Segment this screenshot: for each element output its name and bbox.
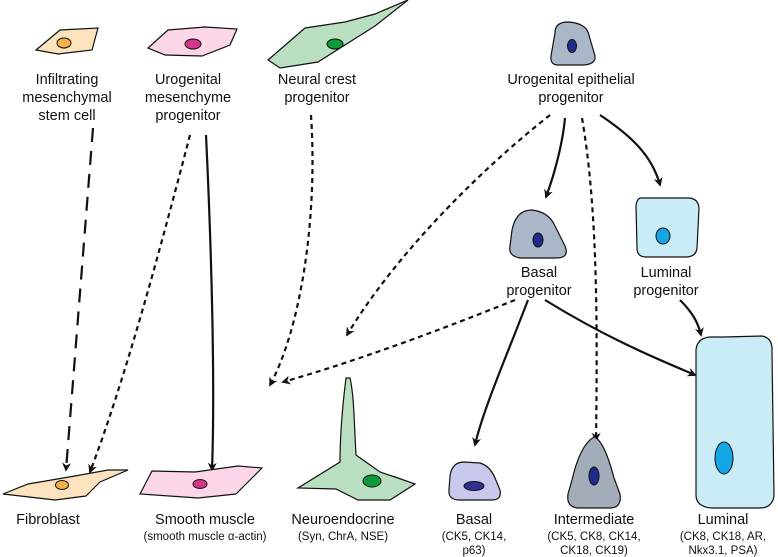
arrow-urogenital-mesenchyme-to-fibroblast <box>88 134 192 474</box>
label-line: progenitor <box>633 283 698 299</box>
label-urogenital-epithelial: Urogenital epithelial progenitor <box>507 72 634 106</box>
label-basal-progenitor: Basal progenitor <box>506 265 571 299</box>
basal-cell <box>448 461 501 501</box>
label-smooth-muscle: Smooth muscle (smooth muscle α-actin) <box>144 512 267 543</box>
neuroendocrine-cell <box>295 377 417 501</box>
label-markers: Nkx3.1, PSA) <box>688 545 757 557</box>
arrow-epithelial-to-neuroendocrine <box>346 114 551 337</box>
label-markers: CK18, CK19) <box>560 545 628 557</box>
label-line: Urogenital <box>155 72 221 88</box>
label-line: mesenchymal <box>22 90 111 106</box>
label-markers: p63) <box>462 545 485 557</box>
label-line: Luminal <box>698 512 749 528</box>
basal-progenitor-cell <box>509 209 567 259</box>
label-line: progenitor <box>155 108 220 124</box>
arrows <box>62 114 704 474</box>
label-luminal: Luminal (CK8, CK18, AR, Nkx3.1, PSA) <box>680 512 766 557</box>
label-markers: (Syn, ChrA, NSE) <box>298 531 388 543</box>
arrow-epithelial-to-basal-progenitor <box>544 117 567 199</box>
label-line: Neuroendocrine <box>291 512 394 528</box>
label-markers: (CK5, CK8, CK14, <box>547 531 640 543</box>
label-line: Neural crest <box>278 72 356 88</box>
smooth-muscle-cell <box>139 465 264 499</box>
infiltrating-mesenchymal-cell <box>34 27 99 55</box>
luminal-cell <box>695 335 775 509</box>
label-line: Urogenital epithelial <box>507 72 634 88</box>
label-neural-crest: Neural crest progenitor <box>278 72 356 106</box>
label-neuroendocrine: Neuroendocrine (Syn, ChrA, NSE) <box>291 512 394 543</box>
arrow-basal-progenitor-to-neuroendocrine <box>281 298 516 385</box>
arrow-basal-progenitor-to-basal <box>472 299 530 447</box>
label-line: stem cell <box>38 108 95 124</box>
label-line: Basal <box>521 265 557 281</box>
label-line: progenitor <box>284 90 349 106</box>
label-line: mesenchyme <box>145 90 231 106</box>
label-urogenital-mesenchyme: Urogenital mesenchyme progenitor <box>145 72 231 124</box>
arrow-infiltrating-to-fibroblast <box>62 127 95 472</box>
label-line: progenitor <box>506 283 571 299</box>
arrow-urogenital-mesenchyme-to-smooth-muscle <box>204 134 217 472</box>
label-basal: Basal (CK5, CK14, p63) <box>442 512 507 557</box>
urogenital-epithelial-cell <box>550 21 596 66</box>
urogenital-mesenchyme-cell <box>146 26 238 57</box>
label-luminal-progenitor: Luminal progenitor <box>633 265 698 299</box>
label-line: Smooth muscle <box>155 512 255 528</box>
label-markers: (smooth muscle α-actin) <box>144 531 267 543</box>
arrow-neural-crest-to-neuroendocrine <box>269 114 314 387</box>
label-line: Intermediate <box>554 512 635 528</box>
label-line: Fibroblast <box>16 512 80 528</box>
label-line: progenitor <box>538 90 603 106</box>
label-markers: (CK5, CK14, <box>442 531 507 543</box>
arrow-basal-progenitor-to-luminal <box>544 299 697 377</box>
arrow-epithelial-to-intermediate <box>580 117 601 442</box>
label-infiltrating-mesenchymal: Infiltrating mesenchymal stem cell <box>22 72 111 124</box>
label-line: Infiltrating <box>36 72 99 88</box>
label-line: Basal <box>456 512 492 528</box>
label-markers: (CK8, CK18, AR, <box>680 531 766 543</box>
label-fibroblast: Fibroblast <box>16 512 80 528</box>
arrow-epithelial-to-luminal-progenitor <box>599 114 663 187</box>
luminal-progenitor-cell <box>635 197 700 258</box>
intermediate-cell <box>567 436 621 509</box>
arrow-luminal-progenitor-to-luminal <box>679 299 704 337</box>
fibroblast-cell <box>2 469 129 501</box>
neural-crest-cell <box>267 0 409 69</box>
label-intermediate: Intermediate (CK5, CK8, CK14, CK18, CK19… <box>547 512 640 557</box>
label-line: Luminal <box>641 265 692 281</box>
